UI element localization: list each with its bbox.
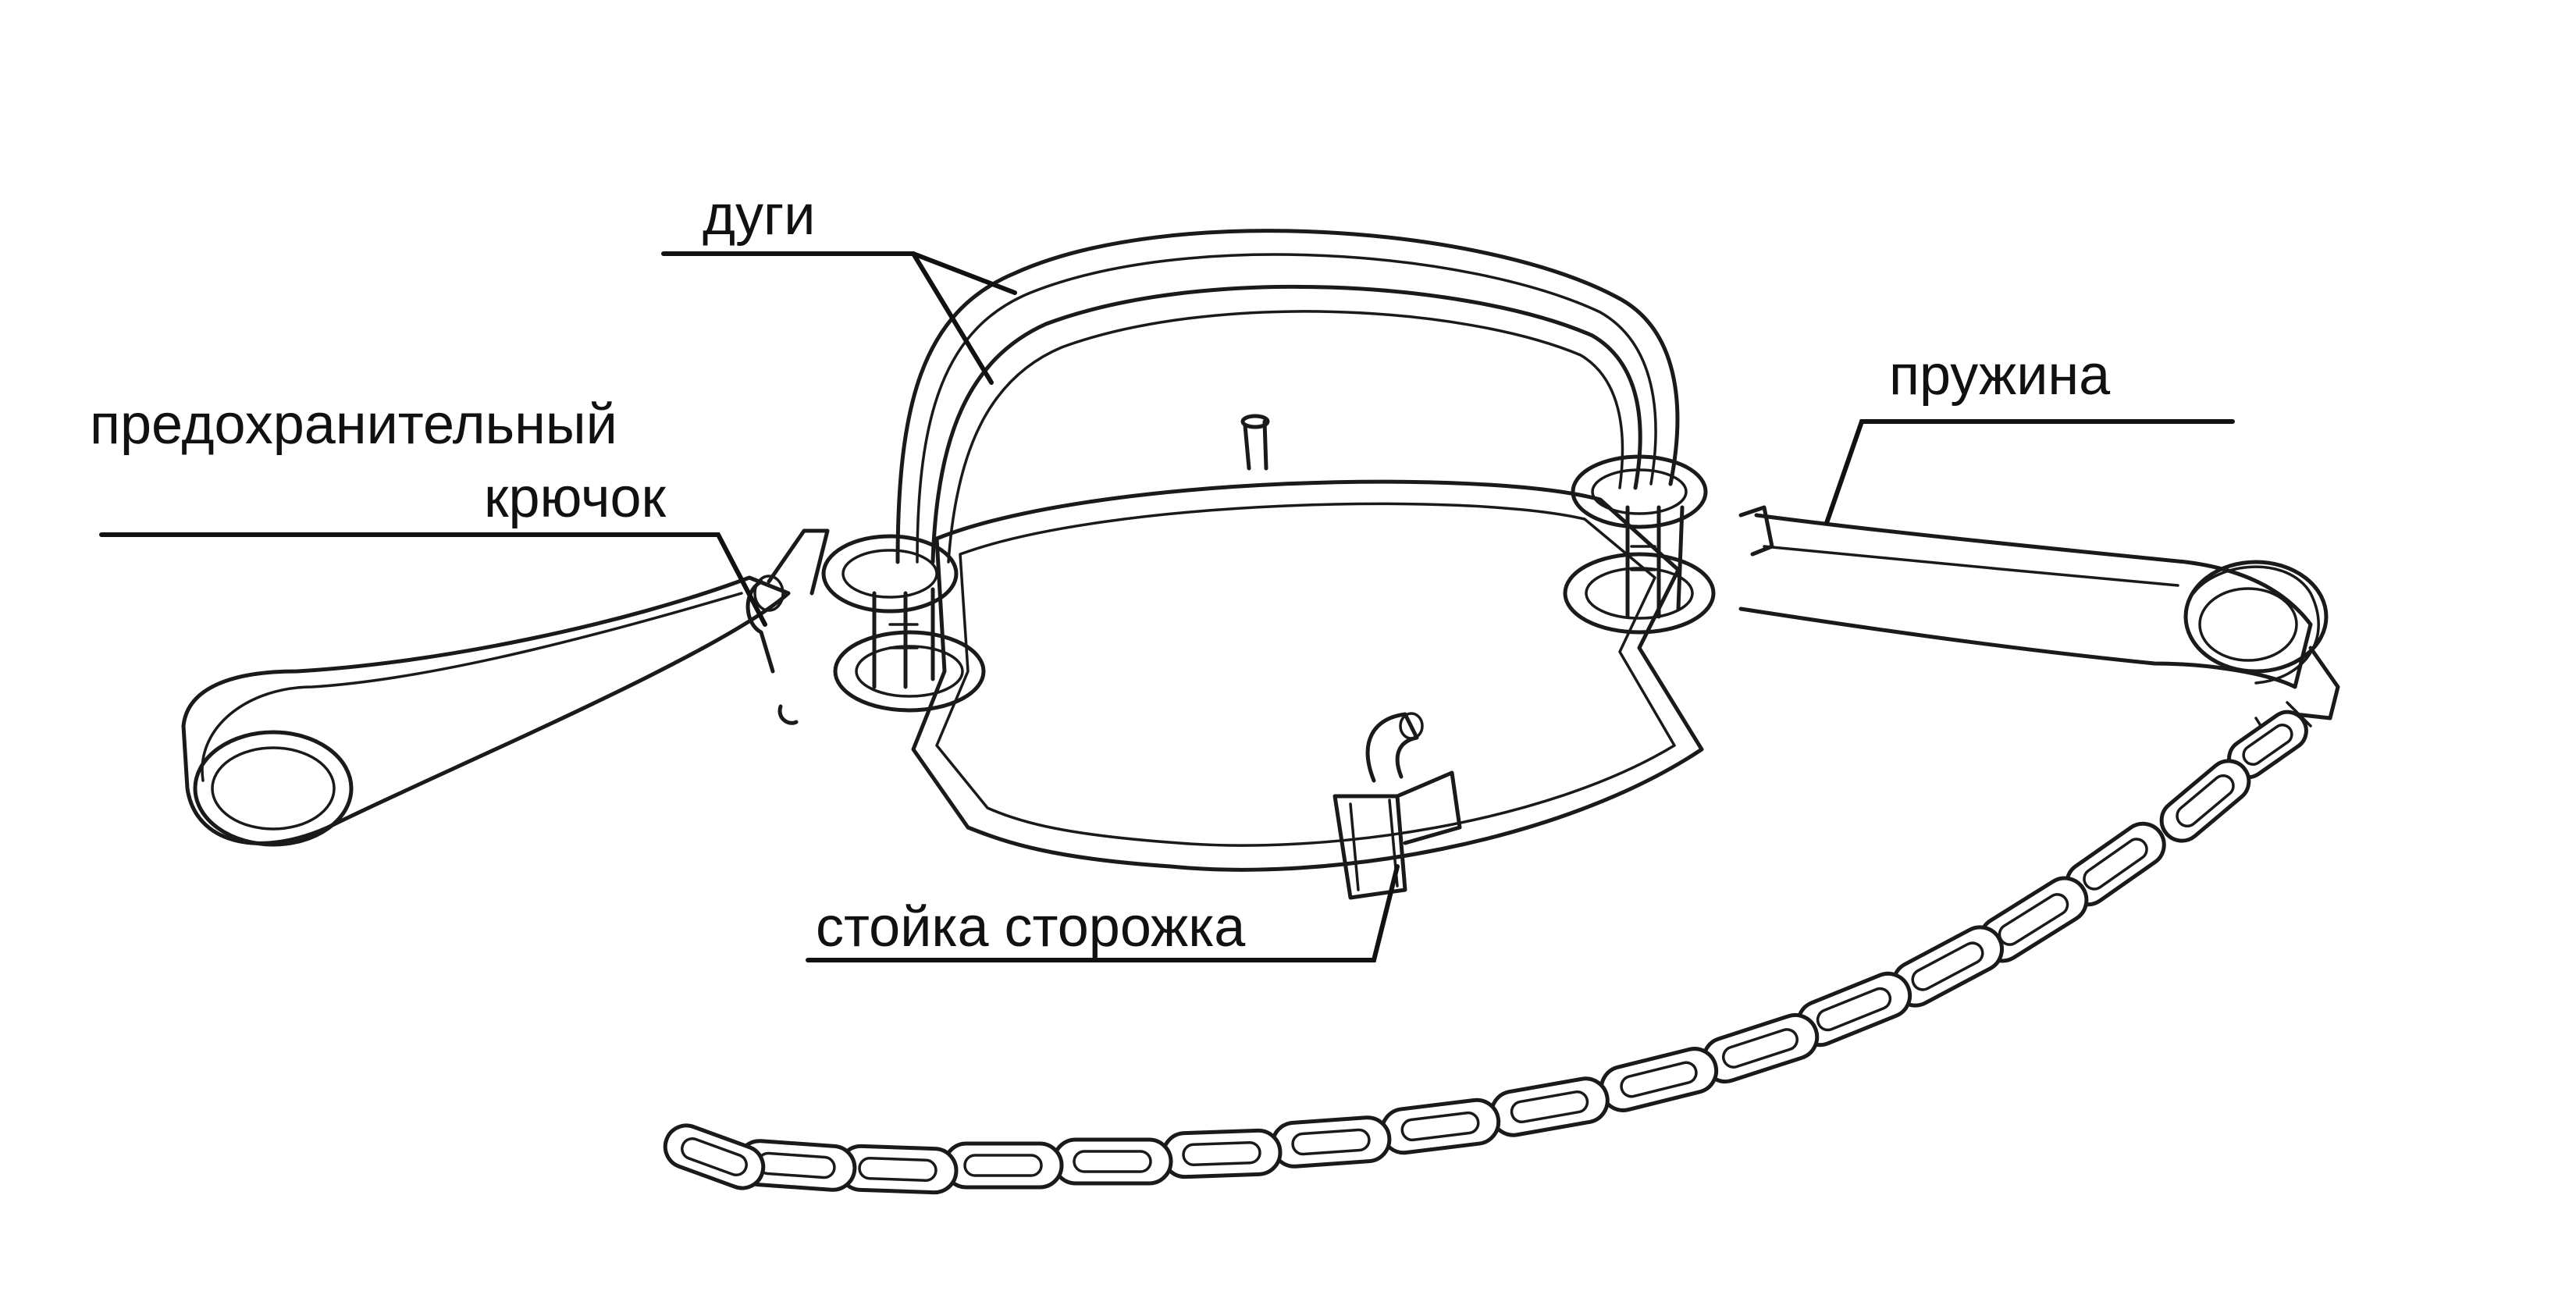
spring-leader <box>1824 419 2235 525</box>
trigger-post-label: стойка сторожка <box>816 896 1246 959</box>
chain-link <box>942 1141 1064 1190</box>
safety-hook <box>745 575 799 725</box>
base-frame <box>911 414 1704 872</box>
chain-link <box>1051 1137 1173 1186</box>
chain-link <box>2159 759 2251 843</box>
left-spring-lever <box>181 528 830 847</box>
chain-link <box>1161 1128 1283 1179</box>
chain-link <box>837 1144 959 1195</box>
chain-link <box>735 1139 857 1192</box>
leader-lines <box>99 251 2235 962</box>
safety-hook-leader <box>99 532 767 627</box>
right-spring-lever <box>1738 505 2340 720</box>
arcs-leader <box>661 251 1017 295</box>
safety-hook-label-line1: предохранительный <box>90 393 617 456</box>
arcs-label: дуги <box>703 184 816 247</box>
right-jaw-post <box>1563 454 1716 635</box>
chain-link <box>663 1123 766 1190</box>
chain-link <box>1599 1047 1719 1112</box>
jaws-arcs <box>895 229 1680 564</box>
chain-link <box>1489 1076 1610 1137</box>
chain-link <box>1701 1012 1820 1084</box>
chain-link <box>1270 1115 1392 1169</box>
left-jaw-post <box>821 534 986 713</box>
arcs-leader-2 <box>911 251 994 385</box>
chain <box>663 701 2312 1195</box>
trigger-post <box>1332 712 1462 900</box>
safety-hook-label-line2: крючок <box>484 467 667 529</box>
trigger-post-leader <box>806 864 1400 962</box>
spring-label: пружина <box>1889 344 2111 407</box>
chain-link <box>1379 1097 1501 1155</box>
